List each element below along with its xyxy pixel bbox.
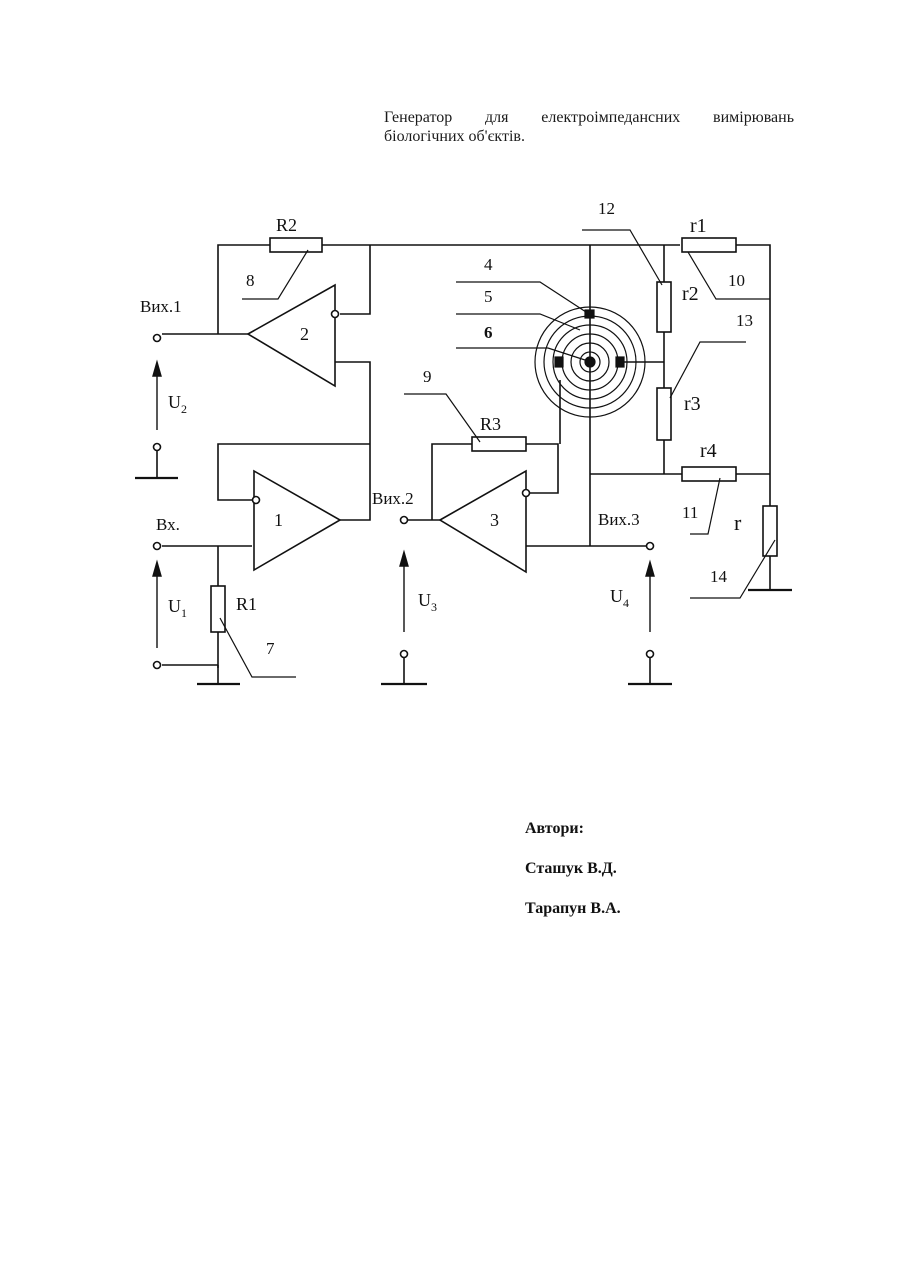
callout-13: 13	[736, 311, 753, 330]
author-name: Сташук В.Д.	[525, 860, 621, 878]
label-r: r	[734, 510, 742, 535]
resistor-r2	[657, 282, 671, 332]
label-out2: Вих.2	[372, 489, 414, 508]
resistor-R2	[270, 238, 322, 252]
callout-9: 9	[423, 367, 432, 386]
resistor-R3	[472, 437, 526, 451]
authors-block: Автори: Сташук В.Д. Тарапун В.А.	[525, 820, 621, 940]
label-r1: r1	[690, 215, 707, 237]
callout-14: 14	[710, 567, 728, 586]
amplifier-3	[440, 471, 526, 572]
label-r2: r2	[682, 283, 699, 305]
label-u3: U3	[418, 590, 437, 614]
callout-8: 8	[246, 271, 255, 290]
label-amp-3: 3	[490, 510, 499, 530]
label-R1: R1	[236, 594, 257, 614]
callout-4: 4	[484, 255, 493, 274]
callout-12: 12	[598, 199, 615, 218]
callout-10: 10	[728, 271, 745, 290]
amplifier-2	[248, 285, 335, 386]
label-amp-1: 1	[274, 510, 283, 530]
label-R3: R3	[480, 414, 501, 434]
label-r4: r4	[700, 440, 717, 462]
label-out1: Вих.1	[140, 297, 182, 316]
label-out3: Вих.3	[598, 510, 640, 529]
amplifier-1	[254, 471, 340, 570]
label-in: Вх.	[156, 515, 180, 534]
callout-5: 5	[484, 287, 493, 306]
resistor-r1	[682, 238, 736, 252]
label-u1: U1	[168, 596, 187, 620]
resistor-R1	[211, 586, 225, 632]
label-u4: U4	[610, 586, 629, 610]
author-name: Тарапун В.А.	[525, 900, 621, 918]
resistor-r4	[682, 467, 736, 481]
authors-heading: Автори:	[525, 820, 621, 838]
label-amp-2: 2	[300, 324, 309, 344]
label-r3: r3	[684, 393, 701, 415]
wires	[162, 245, 792, 684]
callout-7: 7	[266, 639, 275, 658]
labels: R2 R3 R1 r1 r2 r3 r4 r 1 2 3 Вх. Вих.1 В…	[140, 199, 753, 658]
resistor-r3	[657, 388, 671, 440]
label-u2: U2	[168, 392, 187, 416]
callout-11: 11	[682, 503, 698, 522]
callout-6: 6	[484, 323, 493, 342]
label-R2: R2	[276, 215, 297, 235]
